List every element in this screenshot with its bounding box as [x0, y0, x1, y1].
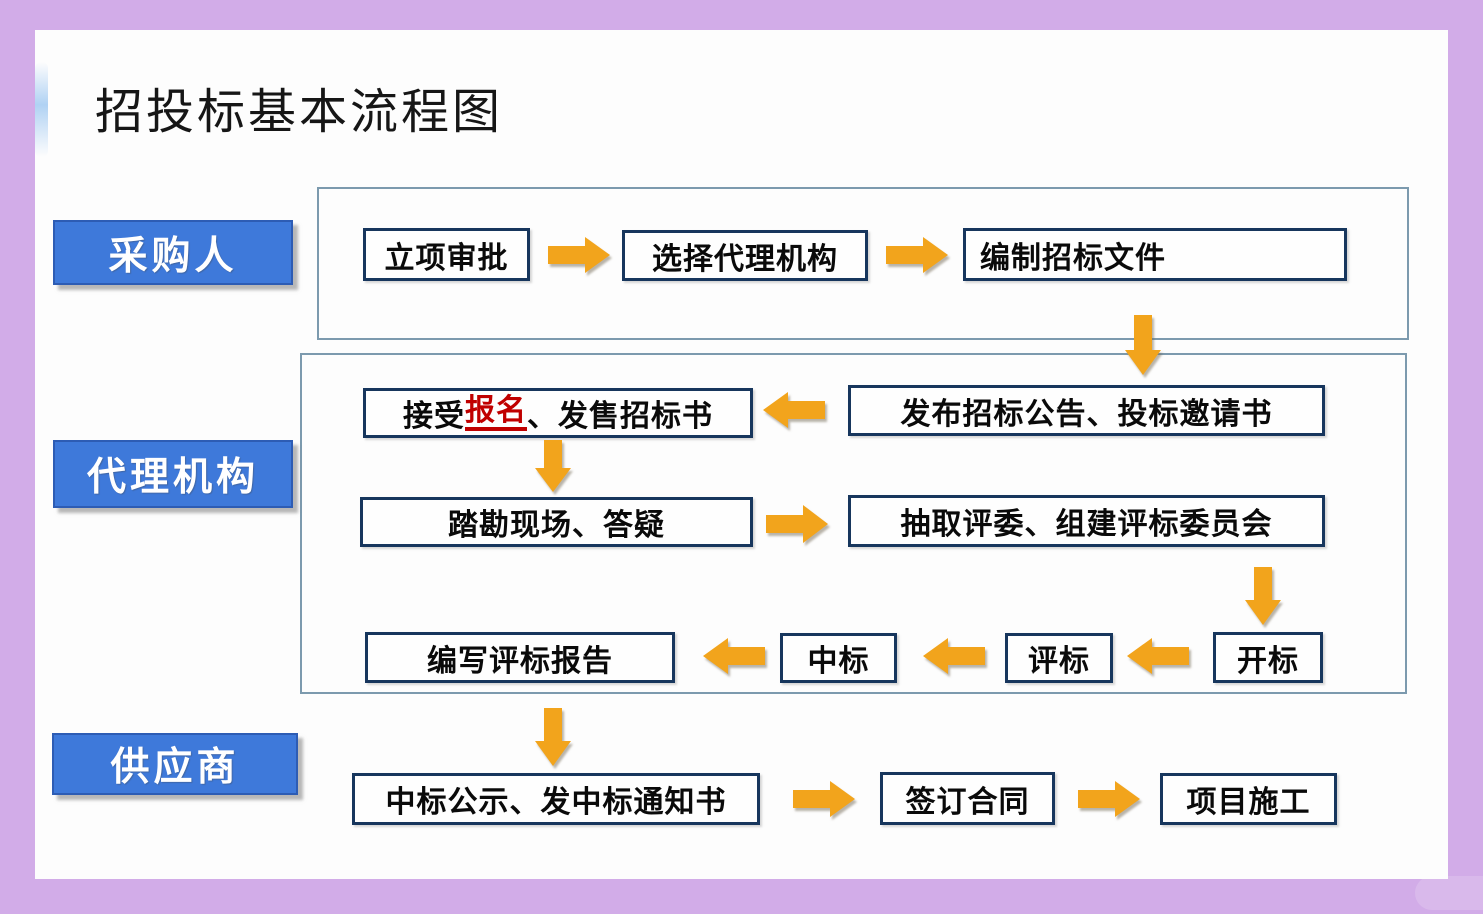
node-bid-evaluation: 评标 [1005, 633, 1113, 683]
role-label-agency: 代理机构 [53, 440, 293, 508]
node-write-report: 编写评标报告 [365, 632, 675, 683]
purchaser-lane-container [317, 187, 1409, 340]
node-publish-announcement: 发布招标公告、投标邀请书 [848, 385, 1325, 436]
node-site-survey: 踏勘现场、答疑 [360, 497, 753, 547]
node-project-approval: 立项审批 [363, 228, 530, 281]
node-winner-announcement: 中标公示、发中标通知书 [352, 773, 760, 825]
arrow-left-icon [763, 392, 825, 428]
arrow-right-icon [766, 505, 828, 543]
arrow-left-icon [923, 638, 985, 674]
node-bid-opening: 开标 [1213, 632, 1323, 683]
page-title: 招投标基本流程图 [95, 86, 504, 139]
agency-lane-container [300, 353, 1407, 694]
watermark-blob [1415, 876, 1483, 910]
role-label-purchaser: 采购人 [53, 220, 293, 285]
arrow-down-icon [535, 440, 571, 492]
accept-registration-suffix: 、发售招标书 [527, 400, 713, 433]
accept-registration-prefix: 接受 [403, 400, 465, 433]
arrow-down-icon [535, 708, 571, 766]
arrow-down-icon [1245, 567, 1281, 625]
arrow-right-icon [886, 237, 948, 273]
arrow-down-icon [1125, 315, 1161, 375]
accept-registration-highlight: 报名 [465, 395, 527, 432]
arrow-right-icon [548, 237, 610, 273]
node-prepare-tender-docs: 编制招标文件 [963, 228, 1347, 281]
arrow-left-icon [703, 638, 765, 674]
arrow-left-icon [1127, 638, 1189, 674]
node-accept-registration: 接受报名、发售招标书 [363, 388, 753, 438]
edge-highlight-decoration [35, 62, 48, 157]
role-label-supplier: 供应商 [52, 733, 298, 795]
arrow-right-icon [1078, 781, 1140, 817]
node-sign-contract: 签订合同 [880, 772, 1055, 825]
node-project-construction: 项目施工 [1160, 773, 1337, 825]
node-select-judges: 抽取评委、组建评标委员会 [848, 495, 1325, 547]
node-select-agency: 选择代理机构 [622, 230, 868, 281]
arrow-right-icon [793, 781, 855, 817]
node-bid-winning: 中标 [780, 633, 897, 683]
